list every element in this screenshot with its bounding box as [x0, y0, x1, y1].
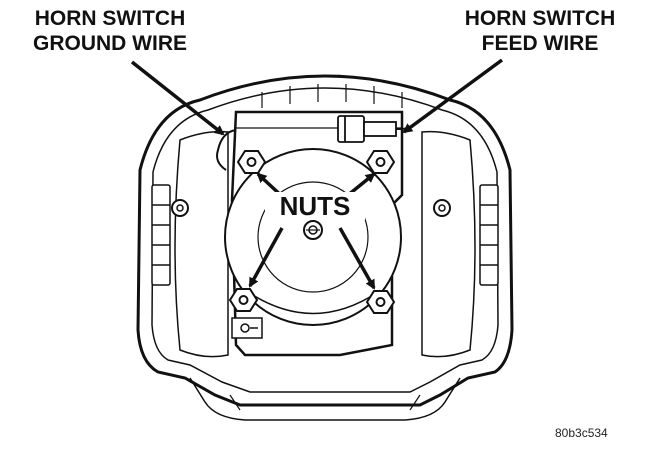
- right-cavity: [421, 130, 476, 358]
- nut-upper-right: [365, 150, 396, 174]
- figure-id: 80b3c534: [555, 426, 608, 440]
- nut-lower-left: [228, 288, 259, 312]
- ground-wire-callout-line1: HORN SWITCH: [34, 7, 186, 30]
- feed-wire-callout-line2: FEED WIRE: [481, 32, 599, 55]
- left-mounting-tabs: [151, 184, 171, 286]
- feed-wire-callout: HORN SWITCH FEED WIRE: [440, 6, 640, 56]
- right-side-screw: [433, 199, 451, 217]
- arrow-feed-wire: [402, 58, 504, 134]
- left-cavity: [174, 130, 229, 358]
- ground-wire-callout-line2: GROUND WIRE: [33, 32, 187, 55]
- trim-cover-outer: [136, 74, 514, 407]
- ground-bracket: [231, 317, 263, 339]
- arrow-ground-wire: [130, 60, 225, 136]
- nut-lower-right: [365, 290, 396, 314]
- nuts-callout: NUTS: [265, 192, 365, 220]
- nut-upper-left: [236, 150, 267, 174]
- right-mounting-tabs: [479, 184, 499, 286]
- inflator-wedge: [247, 291, 379, 315]
- center-bolt: [303, 220, 323, 240]
- trim-cover-inner-rim: [151, 87, 499, 393]
- left-side-screw: [171, 199, 189, 217]
- top-ribs: [261, 84, 403, 108]
- ground-wire: [216, 129, 237, 171]
- arrow-nut-lower-right: [338, 227, 376, 290]
- inflator-inner-ring: [257, 181, 369, 293]
- lower-spoke-trim: [189, 377, 461, 421]
- ground-wire-callout: HORN SWITCH GROUND WIRE: [10, 6, 210, 56]
- feed-wire-callout-line1: HORN SWITCH: [464, 7, 616, 30]
- arrow-nut-lower-left: [248, 227, 284, 288]
